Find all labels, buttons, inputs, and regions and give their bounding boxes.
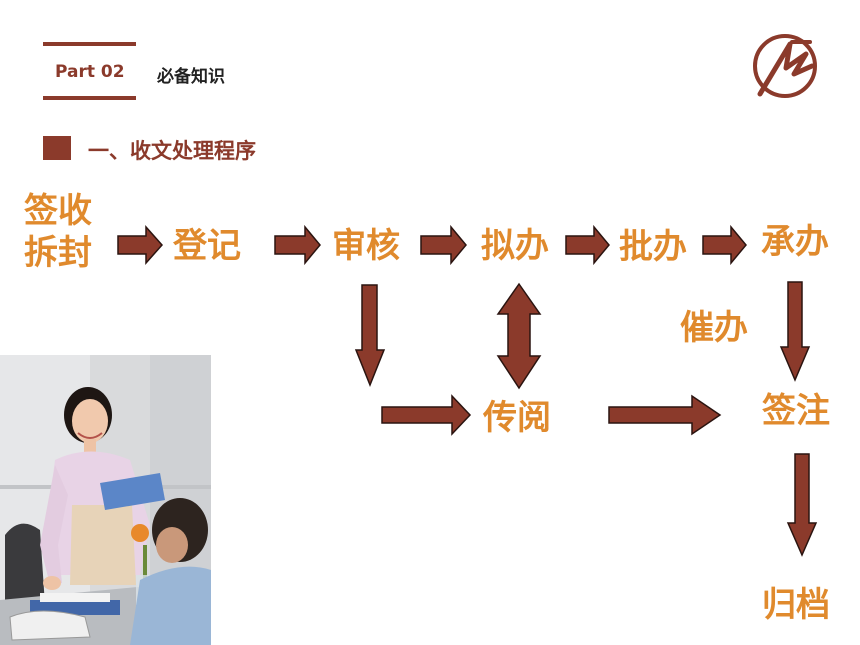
node-sign-receive: 签收 拆封 xyxy=(24,190,114,274)
arrow-draft-to-approve xyxy=(565,224,610,266)
section-bullet-square xyxy=(43,136,71,160)
arrow-approve-to-undertake xyxy=(702,224,747,266)
node-sign-receive-line2: 拆封 xyxy=(24,233,92,273)
arrow-to-circulate xyxy=(381,394,472,436)
arrow-register-to-review xyxy=(274,224,321,266)
arrow-annotate-down xyxy=(786,453,818,557)
section-heading: 一、收文处理程序 xyxy=(88,139,256,163)
arrow-circulate-to-annotate xyxy=(608,394,722,436)
header-rule-top xyxy=(43,42,136,46)
arrow-draft-circulate-double xyxy=(496,282,542,390)
fg-emblem-logo xyxy=(753,34,817,98)
part-title: 必备知识 xyxy=(157,67,225,87)
part-label: Part 02 xyxy=(55,62,125,82)
node-approve: 批办 xyxy=(619,227,687,267)
node-urge: 催办 xyxy=(680,308,748,348)
arrow-sign-to-register xyxy=(117,225,164,265)
node-archive: 归档 xyxy=(762,585,830,625)
node-annotate: 签注 xyxy=(762,391,830,431)
node-review: 审核 xyxy=(332,226,400,266)
arrow-undertake-down xyxy=(779,281,811,382)
header-rule-bottom xyxy=(43,96,136,100)
node-undertake: 承办 xyxy=(761,222,829,262)
office-photo-illustration xyxy=(0,355,211,645)
node-draft: 拟办 xyxy=(481,226,549,266)
node-sign-receive-line1: 签收 xyxy=(24,191,92,231)
arrow-review-to-draft xyxy=(420,224,467,266)
arrow-review-down xyxy=(354,284,386,388)
node-register: 登记 xyxy=(173,226,241,266)
office-photo xyxy=(0,355,211,645)
node-circulate: 传阅 xyxy=(483,398,551,438)
